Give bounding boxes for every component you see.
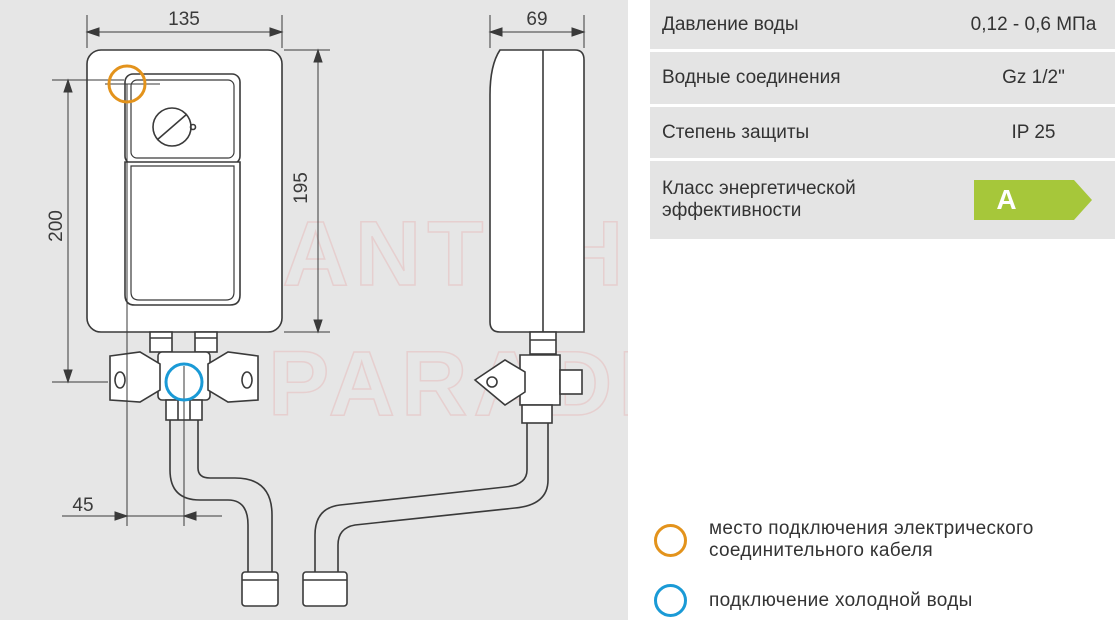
legend-text: подключение холодной воды: [709, 589, 973, 611]
dimension-label-width-front: 135: [168, 9, 200, 30]
spec-label: Степень защиты: [662, 121, 810, 143]
legend-cold-water: подключение холодной воды: [654, 584, 973, 617]
dimension-lines: [52, 15, 586, 526]
legend-electric: место подключения электрического соедини…: [654, 518, 1099, 562]
dimension-label-height-body: 195: [291, 172, 312, 204]
spec-value: Gz 1/2": [1002, 67, 1065, 88]
heater-front-view: [86, 49, 283, 607]
specs-table: Давление воды 0,12 - 0,6 МПа Водные соед…: [650, 0, 1115, 242]
energy-class-letter: A: [996, 184, 1017, 215]
spec-label: Водные соединения: [662, 67, 841, 88]
spec-value: A: [952, 161, 1115, 239]
energy-class-badge: A: [974, 180, 1093, 220]
spec-row-energy-class: Класс энергетической эффективности A: [650, 161, 1115, 239]
blue-ring-icon: [654, 584, 687, 617]
dimension-label-width-side: 69: [526, 9, 547, 30]
spec-value: IP 25: [1011, 121, 1056, 143]
dimension-label-offset: 45: [72, 495, 93, 516]
orange-ring-icon: [654, 523, 687, 557]
cold-water-connection-marker: [164, 362, 204, 402]
spec-row-pressure: Давление воды 0,12 - 0,6 МПа: [650, 0, 1115, 49]
technical-drawing: SANTEHNIKAS PARADIZE.LV: [0, 0, 628, 620]
spec-row-connections: Водные соединения Gz 1/2": [650, 52, 1115, 104]
dimension-label-height-total: 200: [46, 210, 67, 242]
legend-text: место подключения электрического соедини…: [709, 518, 1034, 561]
spec-label: Давление воды: [662, 13, 799, 35]
electric-connection-marker: [107, 64, 147, 104]
energy-arrow-icon: [974, 180, 1093, 220]
spec-value: 0,12 - 0,6 МПа: [970, 13, 1097, 35]
spec-label: Класс энергетической эффективности: [662, 178, 856, 221]
spec-row-protection: Степень защиты IP 25: [650, 107, 1115, 158]
heater-side-view: [302, 49, 585, 607]
